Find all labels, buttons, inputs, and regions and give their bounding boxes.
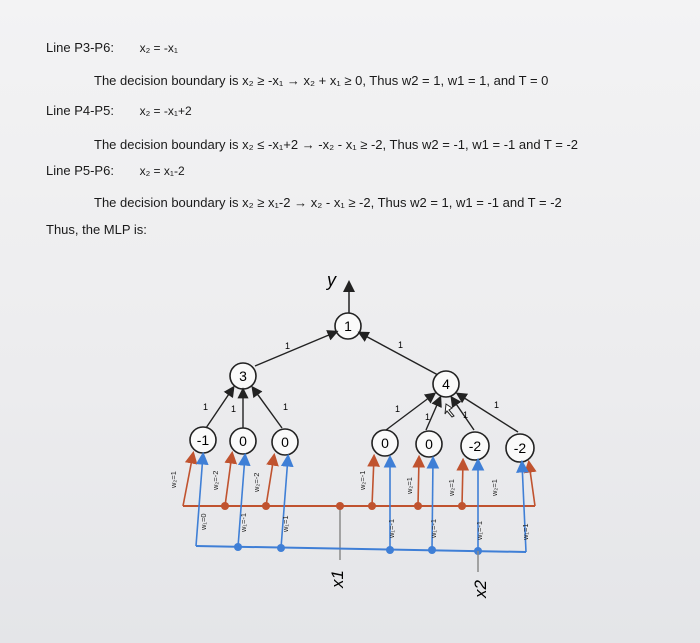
weight-label: 1 xyxy=(463,410,468,420)
hidden1-nodes: -1 0 0 0 0 -2 -2 xyxy=(189,426,535,463)
row-label: Line P5-P6: xyxy=(46,163,114,178)
row-label: Line P4-P5: xyxy=(46,103,114,118)
decision-boundary-3: The decision boundary is x₂ ≥ x₁-2 → x₂ … xyxy=(94,195,562,210)
svg-text:w₂=-1: w₂=-1 xyxy=(358,471,367,491)
svg-text:w₁=-1: w₁=-1 xyxy=(475,521,484,541)
output-threshold: 1 xyxy=(344,318,352,334)
row-equation: x₂ = -x₁ xyxy=(139,41,178,55)
row-line-p4-p5: Line P4-P5: x₂ = -x₁+2 xyxy=(46,103,192,118)
hidden2-node-4: 4 xyxy=(432,370,460,398)
weight-label: 1 xyxy=(231,404,236,414)
node-threshold: 0 xyxy=(381,435,389,451)
row-equation: x₂ = -x₁+2 xyxy=(139,104,192,118)
weight-label: 1 xyxy=(395,404,400,414)
weight-label: 1 xyxy=(203,402,208,412)
decision-boundary-2: The decision boundary is x₂ ≤ -x₁+2 → -x… xyxy=(94,137,579,152)
svg-text:w₁=1: w₁=1 xyxy=(521,524,530,542)
weight-labels-x1: w₂=1 w₂=-2 w₂=-2 w₂=-1 w₂=1 w₂=1 w₂=1 xyxy=(169,471,499,497)
node-threshold: 4 xyxy=(442,376,450,392)
svg-text:w₂=1: w₂=1 xyxy=(405,477,414,495)
output-y: y xyxy=(325,270,355,313)
hidden2-node-3: 3 xyxy=(229,362,257,390)
svg-text:w₁=-1: w₁=-1 xyxy=(239,513,248,533)
x2-connections xyxy=(195,451,529,572)
svg-text:w₁=-1: w₁=-1 xyxy=(387,519,396,539)
node-threshold: -2 xyxy=(469,438,482,454)
node-threshold: -1 xyxy=(197,432,210,448)
row-equation: x₂ = x₁-2 xyxy=(139,164,185,178)
weight-label: 1 xyxy=(285,341,290,351)
weight-label: 1 xyxy=(283,402,288,412)
svg-text:w₂=1: w₂=1 xyxy=(169,471,178,489)
svg-text:w₂=-2: w₂=-2 xyxy=(252,473,261,493)
weight-label: 1 xyxy=(425,412,430,422)
output-node: 1 xyxy=(334,312,362,340)
svg-text:w₂=1: w₂=1 xyxy=(490,479,499,497)
output-label: y xyxy=(325,270,337,290)
row-line-p3-p6: Line P3-P6: x₂ = -x₁ xyxy=(46,40,178,55)
weight-label: 1 xyxy=(494,400,499,410)
node-threshold: -2 xyxy=(514,440,527,456)
svg-text:w₁=1: w₁=1 xyxy=(281,516,290,534)
weight-labels-x2: w₁=0 w₁=-1 w₁=1 w₁=-1 w₁=-1 w₁=-1 w₁=1 xyxy=(199,513,530,541)
row-label: Line P3-P6: xyxy=(46,40,114,55)
input-x1-label: x1 xyxy=(328,570,347,589)
node-threshold: 0 xyxy=(425,436,433,452)
decision-boundary-1: The decision boundary is x₂ ≥ -x₁ → x₂ +… xyxy=(94,73,549,88)
edge-h3-out xyxy=(254,330,339,367)
svg-text:w₂=-2: w₂=-2 xyxy=(211,471,220,491)
svg-text:w₂=1: w₂=1 xyxy=(447,479,456,497)
node-threshold: 3 xyxy=(239,368,247,384)
node-threshold: 0 xyxy=(281,434,289,450)
node-threshold: 0 xyxy=(239,433,247,449)
input-x2-label: x2 xyxy=(471,580,490,600)
conclusion-text: Thus, the MLP is: xyxy=(46,222,147,237)
edge-h4-out xyxy=(357,331,439,376)
cursor-icon xyxy=(444,403,455,418)
weight-label: 1 xyxy=(398,340,403,350)
svg-text:w₁=0: w₁=0 xyxy=(199,514,208,532)
svg-text:w₁=-1: w₁=-1 xyxy=(429,519,438,539)
row-line-p5-p6: Line P5-P6: x₂ = x₁-2 xyxy=(46,163,185,178)
